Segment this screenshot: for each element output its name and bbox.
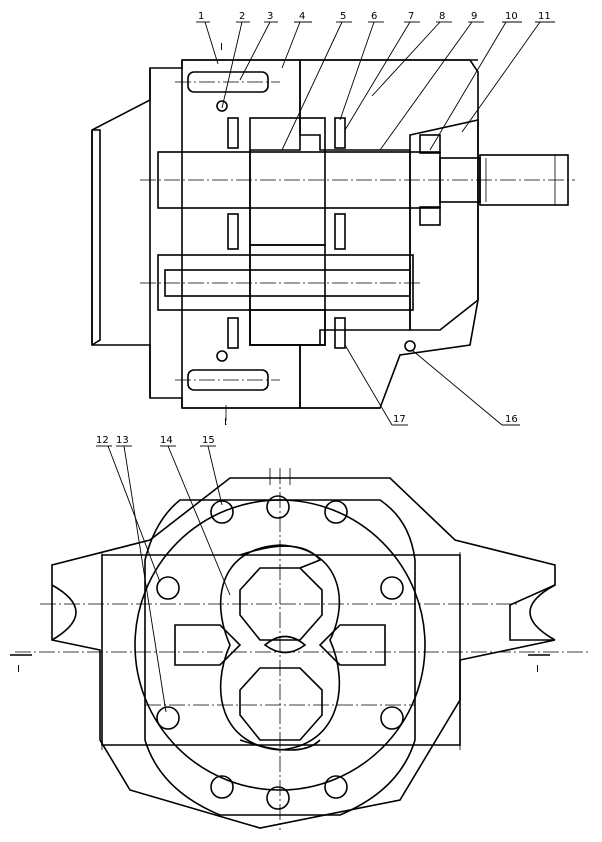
driven-shaft (157, 254, 414, 311)
part-label-10: 10 (505, 11, 518, 22)
part-label-9: 9 (471, 11, 477, 22)
bolt-hole (210, 775, 234, 799)
section-mark-left: I (17, 664, 20, 675)
part-label-3: 3 (267, 11, 273, 22)
part-label-1: 1 (198, 11, 204, 22)
part-label-12: 12 (96, 435, 109, 446)
driven-gear (249, 244, 326, 346)
part-label-8: 8 (439, 11, 445, 22)
top-labels: 1 2 3 4 5 6 7 8 9 10 11 17 16 (198, 11, 551, 425)
part-label-13: 13 (116, 435, 129, 446)
part-label-7: 7 (408, 11, 414, 22)
part-label-11: 11 (538, 11, 551, 22)
mounting-flange (51, 477, 556, 829)
section-markers: I I I I (10, 42, 550, 675)
bolt-hole (266, 786, 290, 810)
driven-shaft-section (239, 667, 323, 741)
drive-gear (249, 117, 326, 246)
part-label-16: 16 (505, 414, 518, 425)
top-leaders (196, 21, 555, 426)
end-view (15, 468, 590, 830)
part-label-4: 4 (299, 11, 305, 22)
section-mark-top: I (220, 42, 223, 53)
bottom-leaders (96, 445, 231, 713)
bolt-hole (156, 576, 180, 600)
part-label-5: 5 (340, 11, 346, 22)
pump-body (299, 59, 479, 409)
bolt-hole (324, 775, 348, 799)
bolt-hole (380, 576, 404, 600)
end-cover (91, 59, 301, 409)
drive-shaft-section (239, 567, 323, 641)
part-label-14: 14 (160, 435, 173, 446)
section-view (91, 59, 575, 425)
shaft-seal (419, 134, 441, 154)
bolt-hole (380, 706, 404, 730)
part-label-15: 15 (202, 435, 215, 446)
bolt-hole (324, 500, 348, 524)
bolt-hole (156, 706, 180, 730)
bottom-labels: 12 13 14 15 (96, 435, 215, 446)
part-label-6: 6 (371, 11, 377, 22)
bolt-hole (210, 500, 234, 524)
bolt-hole (266, 495, 290, 519)
section-mark-right: I (536, 664, 539, 675)
part-label-17: 17 (393, 414, 406, 425)
front-cover (409, 119, 479, 331)
section-mark-bottom: I (224, 417, 227, 428)
part-label-2: 2 (239, 11, 245, 22)
